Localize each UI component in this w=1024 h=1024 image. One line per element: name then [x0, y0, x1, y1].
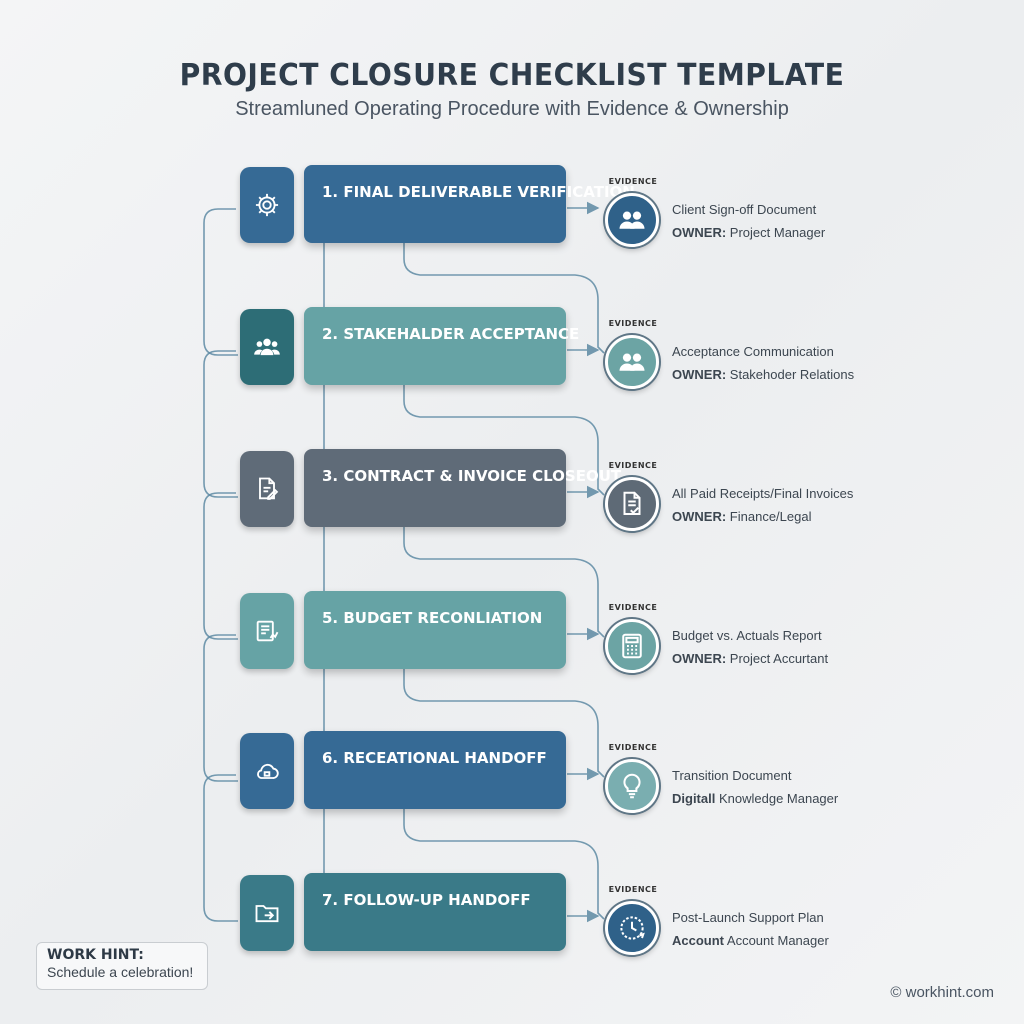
owner-label: OWNER:	[672, 651, 727, 666]
evidence-document: All Paid Receipts/Final Invoices	[672, 486, 854, 501]
owner-line: OWNER: Project Manager	[672, 225, 825, 240]
document-edit-icon	[240, 451, 294, 527]
evidence-label: EVIDENCE	[608, 885, 658, 894]
left-loop-line	[203, 208, 238, 356]
page-subtitle: Streamluned Operating Procedure with Evi…	[235, 98, 789, 120]
evidence-link-curve	[403, 243, 605, 354]
evidence-label: EVIDENCE	[608, 603, 658, 612]
evidence-document: Transition Document	[672, 768, 792, 783]
users-icon	[240, 309, 294, 385]
owner-line: Account Account Manager	[672, 933, 829, 948]
owner-label: OWNER:	[672, 367, 727, 382]
owner-label: OWNER:	[672, 509, 727, 524]
folder-share-icon	[240, 875, 294, 951]
evidence-document: Acceptance Communication	[672, 344, 834, 359]
left-loop-line	[203, 774, 238, 922]
lightbulb-icon	[605, 759, 659, 813]
report-icon	[240, 593, 294, 669]
evidence-link-curve	[403, 527, 605, 638]
evidence-label: EVIDENCE	[608, 319, 658, 328]
document-check-icon	[605, 477, 659, 531]
evidence-document: Post-Launch Support Plan	[672, 910, 824, 925]
calculator-icon	[605, 619, 659, 673]
clock-icon	[605, 901, 659, 955]
step-card[interactable]: 6. RECEATIONAL HANDOFF	[304, 731, 566, 809]
left-loop-line	[203, 350, 238, 498]
work-hint-box: WORK HINT: Schedule a celebration!	[36, 942, 208, 990]
evidence-document: Client Sign-off Document	[672, 202, 817, 217]
evidence-document: Budget vs. Actuals Report	[672, 628, 822, 643]
owner-value: Finance/Legal	[729, 509, 812, 524]
owner-value: Project Manager	[729, 225, 826, 240]
evidence-label: EVIDENCE	[608, 461, 658, 470]
page-title: PROJECT CLOSURE CHECKLIST TEMPLATE	[179, 58, 845, 93]
owner-label: Account	[672, 933, 724, 948]
checklist-row: 6. RECEATIONAL HANDOFF EVIDENCE Transition…	[0, 731, 1024, 813]
step-card[interactable]: 2. STAKEHALDER ACCEPTANCE	[304, 307, 579, 385]
people-icon	[605, 335, 659, 389]
copyright: © workhint.com	[890, 984, 994, 1001]
owner-value: Project Accurtant	[729, 651, 829, 666]
owner-value: Knowledge Manager	[718, 791, 839, 806]
step-card[interactable]: 7. FOLLOW-UP HANDOFF	[304, 873, 566, 951]
owner-line: OWNER: Stakehoder Relations	[672, 367, 854, 382]
evidence-link-curve	[403, 385, 605, 496]
checklist-row: 5. BUDGET RECONLIATION EVIDENCE Budget vs.…	[0, 591, 1024, 673]
step-card[interactable]: 3. CONTRACT & INVOICE CLOSEOUT	[304, 449, 621, 527]
owner-value: Account Manager	[726, 933, 829, 948]
owner-line: OWNER: Finance/Legal	[672, 509, 811, 524]
owner-label: Digitall	[672, 791, 716, 806]
checklist-row: 7. FOLLOW-UP HANDOFF EVIDENCE Post-Launch …	[0, 873, 1024, 955]
step-card[interactable]: 5. BUDGET RECONLIATION	[304, 591, 566, 669]
owner-line: Digitall Knowledge Manager	[672, 791, 838, 806]
cloud-icon	[240, 733, 294, 809]
work-hint-title: WORK HINT:	[47, 947, 144, 963]
evidence-label: EVIDENCE	[608, 743, 658, 752]
checklist-row: 2. STAKEHALDER ACCEPTANCE EVIDENCE Accepta…	[0, 307, 1024, 389]
work-hint-text: Schedule a celebration!	[47, 964, 194, 980]
evidence-link-curve	[403, 809, 605, 920]
evidence-label: EVIDENCE	[608, 177, 658, 186]
step-card[interactable]: 1. FINAL DELIVERABLE VERIFICATION	[304, 165, 635, 243]
owner-line: OWNER: Project Accurtant	[672, 651, 828, 666]
left-loop-line	[203, 492, 238, 640]
owner-label: OWNER:	[672, 225, 727, 240]
gear-icon	[240, 167, 294, 243]
evidence-link-curve	[403, 669, 605, 778]
owner-value: Stakehoder Relations	[729, 367, 855, 382]
people-icon	[605, 193, 659, 247]
left-loop-line	[203, 634, 238, 782]
